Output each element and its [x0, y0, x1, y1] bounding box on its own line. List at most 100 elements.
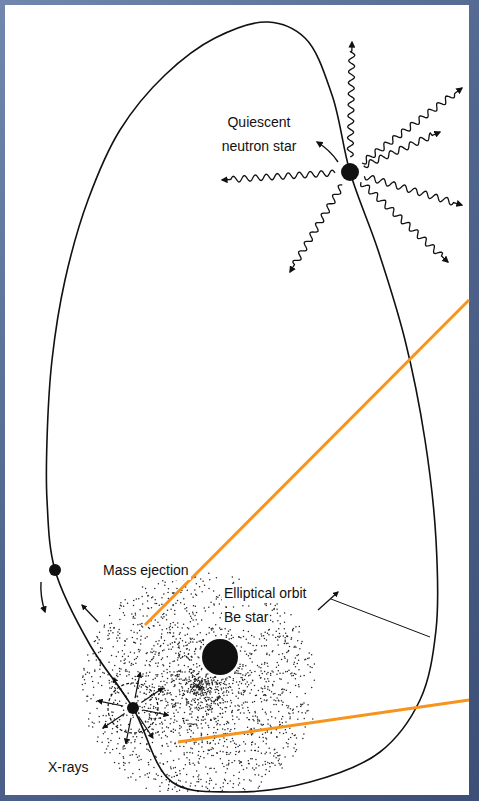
disk-dot — [177, 657, 179, 659]
disk-dot — [271, 691, 273, 693]
disk-dot — [232, 680, 234, 682]
disk-dot — [167, 746, 169, 748]
disk-dot — [247, 686, 249, 688]
disk-dot — [262, 708, 264, 710]
disk-dot — [161, 616, 163, 618]
disk-dot — [225, 684, 227, 686]
disk-dot — [169, 662, 171, 664]
disk-dot — [197, 699, 199, 701]
disk-dot — [243, 702, 245, 704]
disk-dot — [243, 690, 245, 692]
disk-dot — [209, 683, 211, 685]
disk-dot — [123, 653, 125, 655]
disk-dot — [255, 695, 257, 697]
disk-dot — [203, 689, 205, 691]
disk-dot — [192, 597, 194, 599]
disk-dot — [151, 652, 153, 654]
disk-dot — [238, 771, 240, 773]
disk-dot — [122, 650, 124, 652]
disk-dot — [217, 729, 219, 731]
disk-dot — [243, 779, 245, 781]
disk-dot — [194, 702, 196, 704]
disk-dot — [198, 684, 200, 686]
disk-dot — [304, 726, 306, 728]
disk-dot — [278, 654, 280, 656]
disk-dot — [268, 634, 270, 636]
disk-dot — [202, 581, 204, 583]
disk-dot — [137, 700, 139, 702]
disk-dot — [209, 693, 211, 695]
disk-dot — [138, 713, 140, 715]
disk-dot — [215, 783, 217, 785]
disk-dot — [219, 682, 221, 684]
disk-dot — [238, 684, 240, 686]
disk-dot — [264, 645, 266, 647]
disk-dot — [100, 676, 102, 678]
disk-dot — [284, 756, 286, 758]
disk-dot — [279, 724, 281, 726]
disk-dot — [159, 723, 161, 725]
disk-dot — [152, 732, 154, 734]
disk-dot — [170, 694, 172, 696]
disk-dot — [193, 776, 195, 778]
disk-dot — [195, 619, 197, 621]
disk-dot — [167, 690, 169, 692]
disk-dot — [167, 632, 169, 634]
disk-dot — [193, 689, 195, 691]
disk-dot — [192, 674, 194, 676]
disk-dot — [205, 786, 207, 788]
disk-dot — [187, 589, 189, 591]
disk-dot — [122, 746, 124, 748]
disk-dot — [198, 657, 200, 659]
disk-dot — [213, 768, 215, 770]
disk-dot — [295, 685, 297, 687]
disk-dot — [203, 694, 205, 696]
disk-dot — [163, 649, 165, 651]
disk-dot — [284, 637, 286, 639]
disk-dot — [230, 741, 232, 743]
disk-dot — [190, 747, 192, 749]
disk-dot — [177, 600, 179, 602]
disk-dot — [198, 710, 200, 712]
disk-dot — [207, 742, 209, 744]
disk-dot — [179, 633, 181, 635]
disk-dot — [164, 690, 166, 692]
disk-dot — [246, 701, 248, 703]
disk-dot — [301, 643, 303, 645]
disk-dot — [198, 702, 200, 704]
disk-dot — [222, 786, 224, 788]
disk-dot — [142, 707, 144, 709]
disk-dot — [119, 668, 121, 670]
disk-dot — [201, 786, 203, 788]
disk-dot — [92, 681, 94, 683]
disk-dot — [276, 697, 278, 699]
disk-dot — [236, 645, 238, 647]
disk-dot — [277, 755, 279, 757]
disk-dot — [189, 681, 191, 683]
disk-dot — [287, 671, 289, 673]
disk-dot — [170, 623, 172, 625]
disk-dot — [174, 660, 176, 662]
disk-dot — [262, 733, 264, 735]
disk-dot — [102, 672, 104, 674]
disk-dot — [109, 615, 111, 617]
disk-dot — [137, 632, 139, 634]
disk-dot — [148, 708, 150, 710]
disk-dot — [167, 656, 169, 658]
disk-dot — [227, 633, 229, 635]
disk-dot — [191, 717, 193, 719]
disk-dot — [225, 780, 227, 782]
disk-dot — [98, 716, 100, 718]
disk-dot — [194, 680, 196, 682]
disk-dot — [278, 699, 280, 701]
disk-dot — [172, 661, 174, 663]
disk-dot — [198, 778, 200, 780]
disk-dot — [153, 625, 155, 627]
disk-dot — [227, 728, 229, 730]
disk-dot — [215, 743, 217, 745]
disk-dot — [201, 742, 203, 744]
disk-dot — [281, 767, 283, 769]
disk-dot — [210, 700, 212, 702]
disk-dot — [197, 686, 199, 688]
disk-dot — [272, 671, 274, 673]
